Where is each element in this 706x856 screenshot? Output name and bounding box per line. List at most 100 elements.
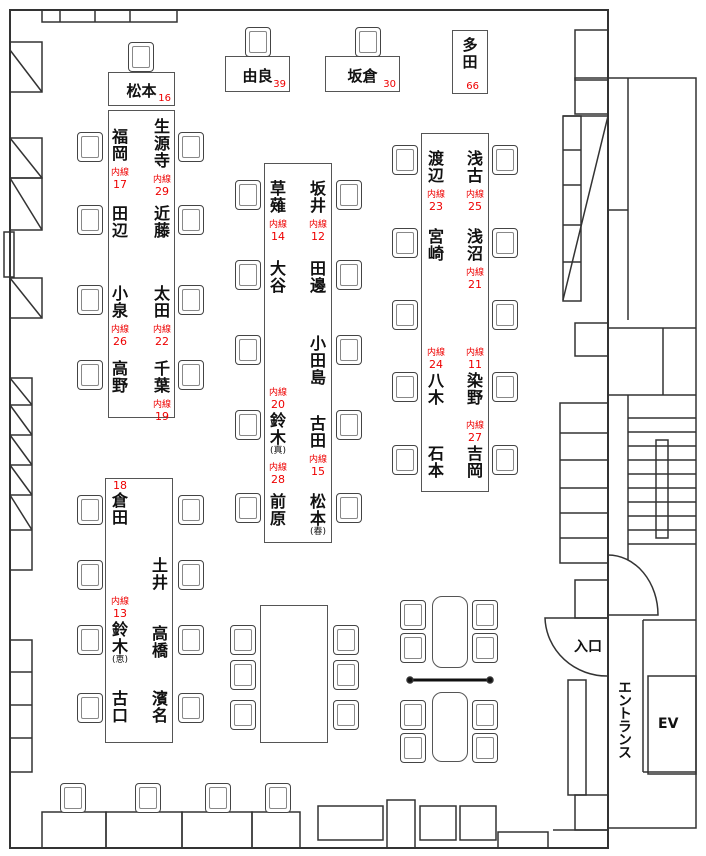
chair [230, 700, 256, 730]
chair [472, 733, 498, 763]
seat-name: 倉田 [111, 491, 128, 527]
seat[interactable]: 太田 [150, 285, 174, 319]
room-ext: 16 [158, 93, 171, 104]
room-name: 多田 [462, 36, 478, 71]
room-sakakura: 坂倉 30 [325, 56, 400, 92]
extension-value: 15 [311, 465, 325, 478]
chair [392, 300, 418, 330]
extension-value: 12 [311, 230, 325, 243]
seat[interactable]: 高野 [108, 360, 132, 394]
extension-value: 26 [113, 335, 127, 348]
seat[interactable]: 福岡 [108, 128, 132, 162]
seat-name: 田邊 [309, 259, 326, 295]
extension-value: 19 [155, 410, 169, 423]
chair [400, 600, 426, 630]
extension-prefix: 内線 [465, 268, 484, 278]
seat[interactable]: 田邊 [306, 260, 330, 294]
seat[interactable]: 田辺 [108, 205, 132, 239]
seat-name: 渡辺 [427, 149, 444, 185]
seat[interactable]: 近藤 [150, 205, 174, 239]
seat[interactable]: 染野 [463, 372, 487, 406]
meeting-table [260, 605, 328, 743]
seat-name: 小田島 [309, 334, 326, 387]
seat[interactable]: 浅沼 [463, 228, 487, 262]
seat-name: 古口 [111, 689, 128, 725]
extension-value: 23 [429, 200, 443, 213]
extension-value: 22 [155, 335, 169, 348]
chair [492, 445, 518, 475]
seat-name: 田辺 [111, 204, 128, 240]
seat[interactable]: 石本 [424, 445, 448, 479]
room-name: 松本 [126, 82, 157, 100]
chair [77, 560, 103, 590]
seat[interactable]: 前原 [266, 493, 290, 527]
seat-name: 生源寺 [153, 117, 170, 170]
seat[interactable]: 渡辺 [424, 150, 448, 184]
chair [77, 693, 103, 723]
seat[interactable]: 坂井 [306, 180, 330, 214]
seat-name: 草薙 [269, 179, 286, 215]
seat-name: 福岡 [111, 127, 128, 163]
seat[interactable]: 松本(春) [306, 493, 330, 538]
seat[interactable]: 濱名 [148, 690, 172, 724]
extension-prefix: 内線 [268, 463, 287, 473]
extension-value: 21 [468, 278, 482, 291]
seat[interactable]: 草薙 [266, 180, 290, 214]
seat[interactable]: 小泉 [108, 285, 132, 319]
extension-prefix: 内線 [308, 455, 327, 465]
seat[interactable]: 八木 [424, 372, 448, 406]
chair [333, 660, 359, 690]
room-yura: 由良 39 [225, 56, 290, 92]
seat-name: 染野 [466, 371, 483, 407]
chair [336, 493, 362, 523]
seat-name: 八木 [427, 371, 444, 407]
chair [336, 410, 362, 440]
extension-value: 28 [271, 473, 285, 486]
seat[interactable]: 倉田 [108, 492, 132, 526]
seat-name-suffix: (真) [269, 446, 287, 456]
seat[interactable]: 土井 [148, 557, 172, 591]
seat[interactable]: 大谷 [266, 260, 290, 294]
chair [355, 27, 381, 57]
extension-value: 29 [155, 185, 169, 198]
seat[interactable]: 千葉 [150, 360, 174, 394]
chair [492, 228, 518, 258]
seat-name: 高野 [111, 359, 128, 395]
chair [178, 625, 204, 655]
seat[interactable]: 吉岡 [463, 445, 487, 479]
extension-value: 20 [271, 398, 285, 411]
seat[interactable]: 生源寺 [150, 118, 174, 169]
seat-name: 濱名 [151, 689, 168, 725]
chair [178, 560, 204, 590]
extension-value: 13 [113, 607, 127, 620]
seat[interactable]: 小田島 [306, 335, 330, 386]
seat[interactable]: 宮崎 [424, 228, 448, 262]
seat[interactable]: 鈴木(恵) [108, 621, 132, 666]
chair [245, 27, 271, 57]
desk-island-4 [105, 478, 173, 743]
chair [235, 260, 261, 290]
extension-value: 24 [429, 358, 443, 371]
chair [178, 360, 204, 390]
extension-prefix: 内線 [110, 597, 129, 607]
seat[interactable]: 鈴木(真) [266, 412, 290, 457]
chair [77, 360, 103, 390]
chair [400, 700, 426, 730]
seat[interactable]: 高橋 [148, 625, 172, 659]
chair [392, 228, 418, 258]
seat[interactable]: 古口 [108, 690, 132, 724]
seat[interactable]: 浅古 [463, 150, 487, 184]
seat-name: 浅沼 [466, 227, 483, 263]
round-table-2 [432, 692, 468, 762]
seat[interactable]: 古田 [306, 415, 330, 449]
extension-prefix: 内線 [465, 421, 484, 431]
extension-prefix: 内線 [152, 400, 171, 410]
chair [128, 42, 154, 72]
chair [77, 132, 103, 162]
